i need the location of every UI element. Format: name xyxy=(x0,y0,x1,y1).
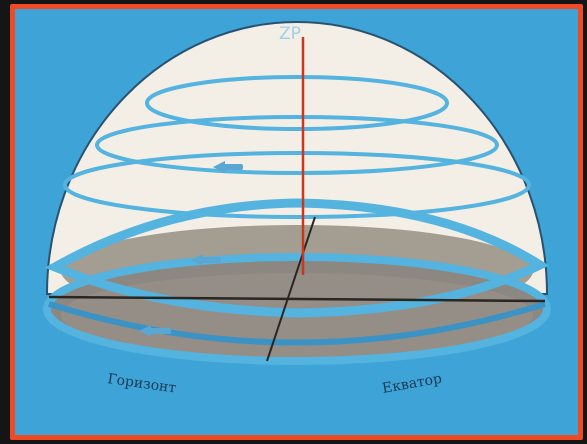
diagram-panel: ZP Горизонт Екватор xyxy=(10,4,583,440)
horizon-label: Горизонт xyxy=(106,371,177,397)
equator-label: Екватор xyxy=(381,371,443,397)
zenith-label: ZP xyxy=(279,24,301,44)
celestial-hemisphere-diagram: ZP Горизонт Екватор xyxy=(15,9,578,435)
